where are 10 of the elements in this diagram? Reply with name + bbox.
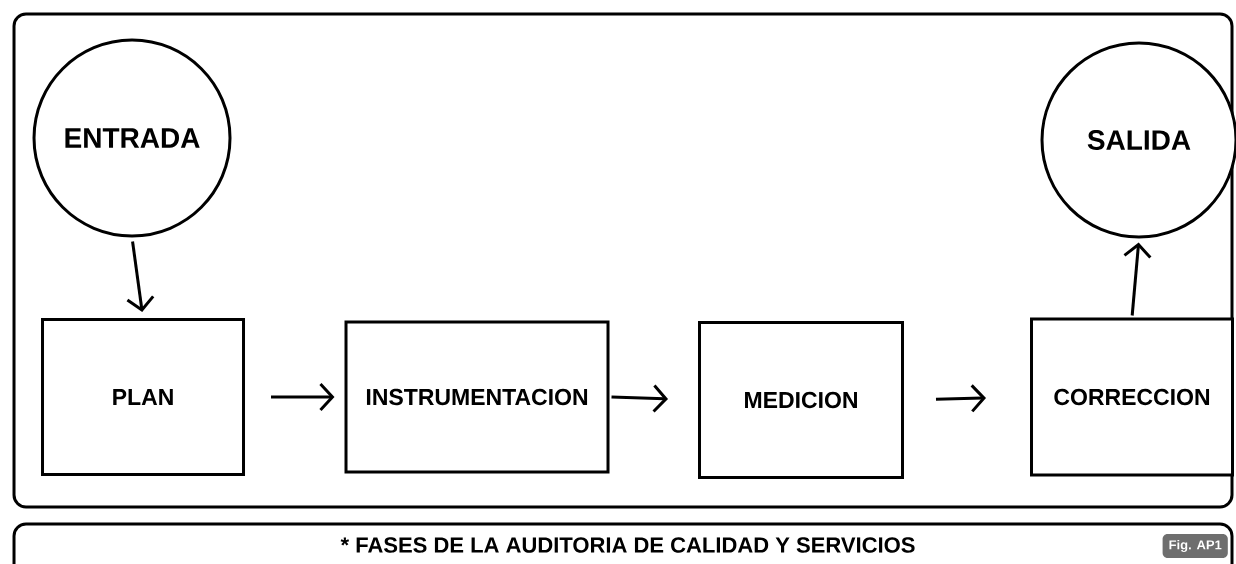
arrow xyxy=(611,384,669,413)
node-label: SALIDA xyxy=(1087,130,1191,150)
process-box: MEDICION xyxy=(698,321,904,479)
arrow xyxy=(126,241,155,313)
process-box: INSTRUMENTACION xyxy=(344,320,610,474)
process-box: CORRECCION xyxy=(1030,317,1234,477)
figure-badge: Fig. AP1 xyxy=(1162,533,1228,559)
process-box: PLAN xyxy=(41,318,245,476)
arrow xyxy=(1123,242,1152,316)
arrow xyxy=(271,382,335,411)
